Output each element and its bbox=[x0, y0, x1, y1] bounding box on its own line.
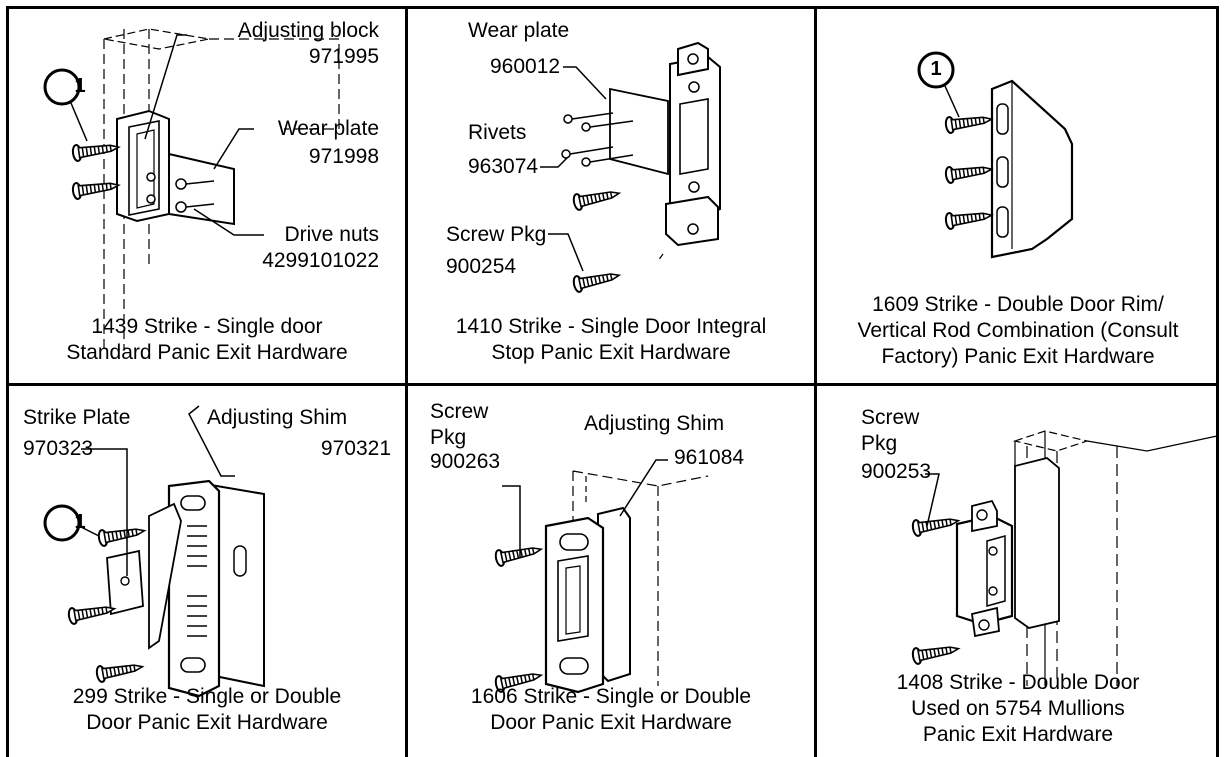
panel-299-strike: 1 Strike Plate 970323 Adjusting Shim 970… bbox=[9, 386, 405, 757]
label-screw: Screw bbox=[861, 406, 920, 429]
part-number-screw-pkg: 900253 bbox=[861, 460, 932, 483]
label-adjusting-block: Adjusting block bbox=[237, 19, 379, 42]
label-adjusting-shim: Adjusting Shim bbox=[584, 412, 725, 435]
strike-299-illustration bbox=[43, 405, 265, 698]
caption-line: Door Panic Exit Hardware bbox=[490, 711, 732, 734]
strike-1410-illustration bbox=[540, 41, 721, 294]
callout-number: 1 bbox=[74, 511, 86, 533]
caption-1606: 1606 Strike - Single or Double Door Pani… bbox=[408, 684, 814, 736]
part-number-wear-plate: 960012 bbox=[490, 55, 561, 78]
strike-1606-illustration bbox=[493, 459, 709, 694]
caption-line: 1408 Strike - Double Door bbox=[896, 671, 1140, 694]
caption-line: 299 Strike - Single or Double bbox=[72, 685, 342, 708]
panel-1408-strike: Screw Pkg 900253 1408 Strike - Double Do… bbox=[817, 386, 1219, 757]
grid-divider-2 bbox=[814, 6, 817, 757]
caption-line: Panic Exit Hardware bbox=[922, 723, 1114, 746]
part-number-screw-pkg: 900254 bbox=[446, 255, 517, 278]
label-strike-plate: Strike Plate bbox=[23, 406, 131, 429]
part-number-rivets: 963074 bbox=[468, 155, 539, 178]
label-wear-plate: Wear plate bbox=[277, 117, 379, 140]
caption-line: Standard Panic Exit Hardware bbox=[66, 341, 348, 364]
grid-frame bbox=[6, 6, 1219, 757]
part-number-drive-nuts: 4299101022 bbox=[262, 249, 379, 272]
label-drive-nuts: Drive nuts bbox=[284, 223, 379, 246]
label-pkg: Pkg bbox=[430, 426, 467, 449]
part-number-strike-plate: 970323 bbox=[23, 437, 94, 460]
caption-299: 299 Strike - Single or Double Door Panic… bbox=[9, 684, 405, 736]
label-pkg: Pkg bbox=[861, 432, 898, 455]
caption-line: Stop Panic Exit Hardware bbox=[491, 341, 731, 364]
strike-1408-illustration bbox=[910, 430, 1218, 686]
caption-line: 1606 Strike - Single or Double bbox=[470, 685, 752, 708]
strike-1609-illustration bbox=[917, 51, 1074, 259]
label-adjusting-shim: Adjusting Shim bbox=[207, 406, 348, 429]
caption-line: 1609 Strike - Double Door Rim/ bbox=[872, 293, 1164, 316]
grid-divider-1 bbox=[405, 6, 408, 757]
part-number-adjusting-shim: 961084 bbox=[674, 446, 745, 469]
callout-number: 1 bbox=[74, 75, 86, 97]
caption-line: Factory) Panic Exit Hardware bbox=[881, 345, 1155, 368]
grid-row-divider bbox=[6, 383, 1219, 386]
part-number-screw-pkg: 900263 bbox=[430, 450, 501, 473]
panel-1609-strike: 1 1609 Strike - Double Door Rim/ Vertica… bbox=[817, 9, 1219, 383]
caption-line: 1410 Strike - Single Door Integral bbox=[455, 315, 767, 338]
label-wear-plate: Wear plate bbox=[468, 19, 570, 42]
caption-line: Vertical Rod Combination (Consult bbox=[857, 319, 1179, 342]
panel-1439-strike: 1 Adjusting block 971995 Wear plate 9719… bbox=[9, 9, 405, 383]
part-number-wear-plate: 971998 bbox=[308, 145, 379, 168]
caption-1439: 1439 Strike - Single door Standard Panic… bbox=[9, 314, 405, 366]
panel-1410-strike: Wear plate 960012 Rivets 963074 Screw Pk… bbox=[408, 9, 814, 383]
label-screw-pkg: Screw Pkg bbox=[446, 223, 547, 246]
part-number-adjusting-shim: 970321 bbox=[320, 437, 391, 460]
part-number-adjusting-block: 971995 bbox=[308, 45, 379, 68]
caption-1408: 1408 Strike - Double Door Used on 5754 M… bbox=[817, 670, 1219, 748]
caption-1410: 1410 Strike - Single Door Integral Stop … bbox=[408, 314, 814, 366]
label-screw: Screw bbox=[430, 400, 489, 423]
panel-1606-strike: Screw Pkg 900263 Adjusting Shim 961084 1… bbox=[408, 386, 814, 757]
caption-line: Used on 5754 Mullions bbox=[911, 697, 1125, 720]
caption-line: Door Panic Exit Hardware bbox=[86, 711, 328, 734]
caption-line: 1439 Strike - Single door bbox=[91, 315, 323, 338]
callout-number: 1 bbox=[930, 58, 942, 80]
strike-1439-illustration bbox=[43, 28, 340, 349]
caption-1609: 1609 Strike - Double Door Rim/ Vertical … bbox=[817, 292, 1219, 370]
label-rivets: Rivets bbox=[468, 121, 527, 144]
